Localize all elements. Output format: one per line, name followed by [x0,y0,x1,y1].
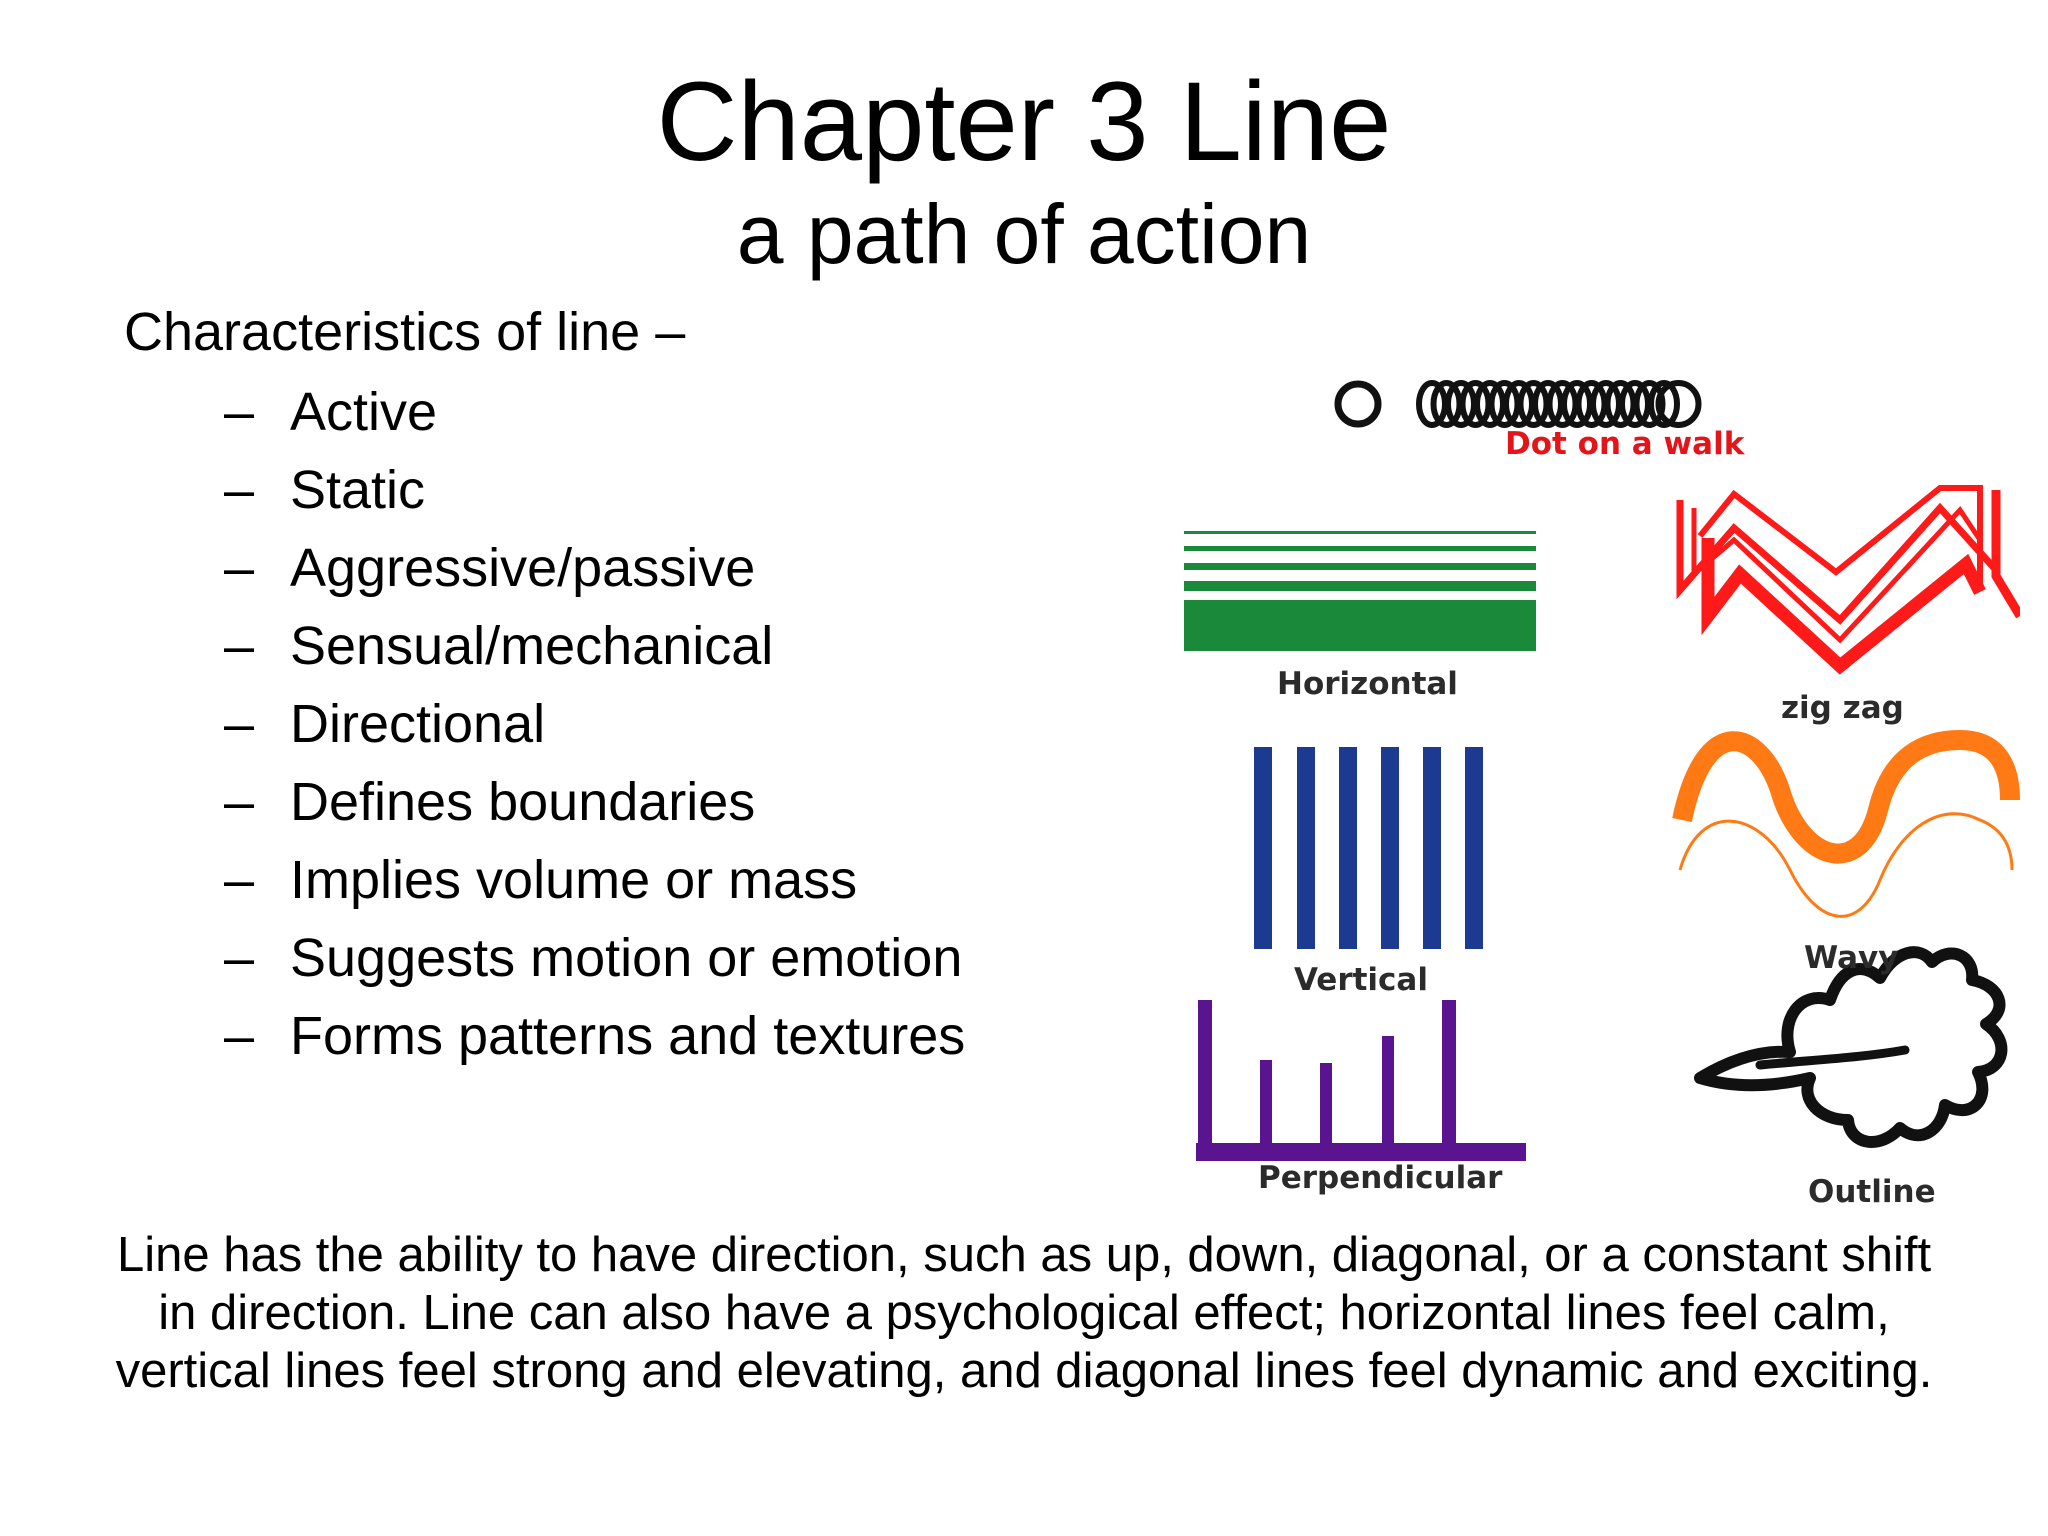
vertical-line [1381,747,1399,949]
vertical-line [1254,747,1272,949]
label-outline: Outline [1808,1174,1936,1210]
horizontal-line [1184,546,1536,551]
perpendicular-line [1260,1060,1272,1155]
bullet-text: Forms patterns and textures [290,1006,966,1066]
outline-shape [1694,946,2008,1148]
zigzag-line [1697,485,1983,584]
vertical-lines-graphic [1254,747,1483,949]
trail-dot [1648,380,1680,428]
bullet-text: Sensual/mechanical [290,616,774,676]
label-horizontal: Horizontal [1277,666,1458,702]
perpendicular-line [1198,1000,1212,1155]
bullet-text: Suggests motion or emotion [290,928,963,988]
trail-dot [1655,380,1702,428]
perpendicular-line [1320,1063,1332,1155]
bullet-dash: – [224,928,255,988]
perpendicular-base-line [1196,1143,1526,1161]
line-description-paragraph: Line has the ability to have direction, … [115,1228,1933,1398]
bullet-text: Defines boundaries [290,772,756,832]
slide-subtitle: a path of action [736,187,1312,281]
label-wavy: Wavy [1804,940,1899,976]
perpendicular-line [1442,1000,1456,1155]
horizontal-lines-graphic [1184,531,1536,651]
bullet-dash: – [224,460,255,520]
vertical-line [1423,747,1441,949]
horizontal-line [1184,563,1536,570]
label-perpendicular: Perpendicular [1258,1160,1503,1196]
bullet-text: Directional [290,694,546,754]
zigzag-graphic [1676,485,2020,675]
list-item: –Aggressive/passive [224,536,965,614]
perpendicular-graphic [1196,1000,1526,1161]
characteristics-list: –Active –Static –Aggressive/passive –Sen… [224,380,965,1082]
vertical-line [1297,747,1315,949]
list-item: –Sensual/mechanical [224,614,965,692]
zigzag-line [1701,538,1986,675]
horizontal-line [1184,581,1536,591]
bullet-text: Active [290,382,438,442]
characteristics-heading: Characteristics of line – [124,302,686,362]
wavy-line [1678,812,2014,918]
bullet-dash: – [224,772,255,832]
list-item: –Defines boundaries [224,770,965,848]
trail-dot [1633,380,1666,428]
bullet-dash: – [224,538,255,598]
zigzag-line [1991,490,2020,619]
label-dot-on-a-walk: Dot on a walk [1505,426,1745,462]
bullet-dash: – [224,1006,255,1066]
wavy-line [1672,729,2020,864]
list-item: –Active [224,380,965,458]
list-item: –Implies volume or mass [224,848,965,926]
perpendicular-line [1382,1036,1394,1155]
single-dot [1334,380,1382,428]
list-item: –Static [224,458,965,536]
bullet-text: Aggressive/passive [290,538,756,598]
slide-title: Chapter 3 Line [656,59,1392,184]
bullet-dash: – [224,694,255,754]
label-vertical: Vertical [1294,962,1428,998]
wavy-graphic [1672,729,2020,918]
horizontal-line [1184,531,1536,534]
vertical-line [1465,747,1483,949]
list-item: –Forms patterns and textures [224,1004,965,1082]
bullet-dash: – [224,382,255,442]
dot-on-a-walk-graphic [1334,380,1702,428]
bullet-dash: – [224,616,255,676]
line-types-drawing [1184,380,2020,1161]
line-types-illustration: Dot on a walk Horizontal zig zag Vertica… [1160,360,2020,1220]
bullet-dash: – [224,850,255,910]
zigzag-line [1676,500,1999,625]
bullet-text: Implies volume or mass [290,850,858,910]
bullet-text: Static [290,460,426,520]
outline-stem [1755,1045,1910,1070]
list-item: –Directional [224,692,965,770]
outline-graphic [1694,946,2008,1148]
label-zigzag: zig zag [1781,690,1904,726]
list-item: –Suggests motion or emotion [224,926,965,1004]
dot-trail [1416,380,1702,428]
horizontal-line [1184,600,1536,651]
vertical-line [1339,747,1357,949]
zigzag-line [1691,505,1983,644]
